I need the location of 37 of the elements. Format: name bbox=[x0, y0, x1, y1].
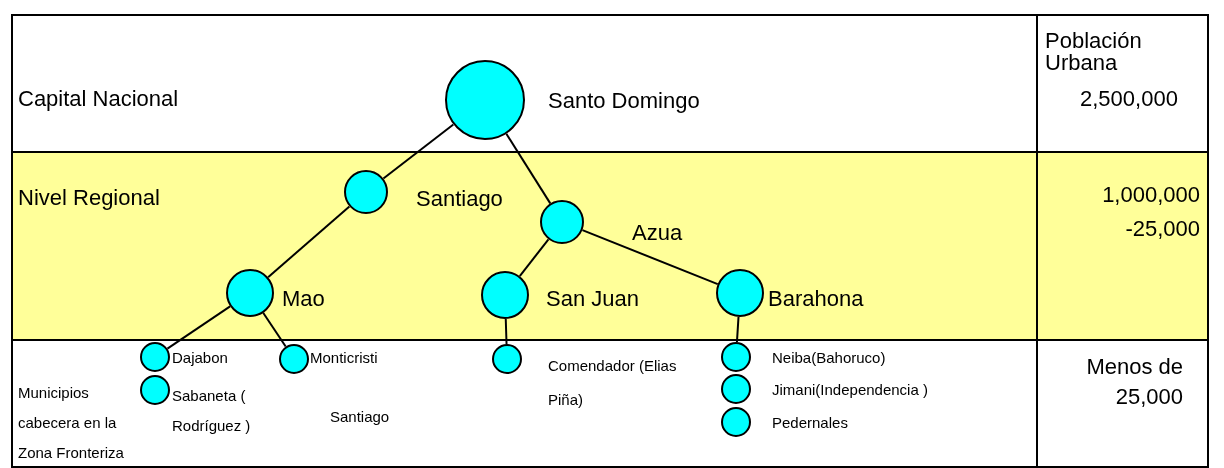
table-text: 2,500,000 bbox=[1080, 86, 1179, 112]
place-name: Dajabon bbox=[172, 349, 228, 367]
connector-line bbox=[504, 318, 508, 345]
connector-line bbox=[518, 238, 550, 278]
table-text: Municipios cabecera en la Zona Fronteriza bbox=[18, 383, 125, 463]
table-text: Nivel Regional bbox=[18, 185, 161, 211]
connector-line bbox=[505, 132, 552, 205]
place-name: Pedernales bbox=[772, 414, 848, 432]
connector-line bbox=[735, 315, 740, 344]
connector-line bbox=[262, 311, 287, 348]
circle-node bbox=[140, 342, 170, 372]
place-name: Comendador (Elias Piña) bbox=[548, 356, 678, 410]
circle-node bbox=[721, 407, 751, 437]
place-name: Mao bbox=[282, 286, 325, 312]
place-name: Santo Domingo bbox=[548, 88, 700, 114]
place-name: San Juan bbox=[546, 286, 639, 312]
place-name: Neiba(Bahoruco) bbox=[772, 349, 886, 367]
circle-node bbox=[721, 342, 751, 372]
table-text: Santiago bbox=[330, 408, 391, 426]
circle-node bbox=[492, 344, 522, 374]
place-name: Monticristi bbox=[310, 349, 378, 367]
place-name: Azua bbox=[632, 220, 683, 246]
place-name: Barahona bbox=[768, 286, 864, 312]
table-text: 1,000,000 -25,000 bbox=[1101, 181, 1200, 243]
circle-node bbox=[279, 344, 309, 374]
place-name: Jimani(Independencia ) bbox=[772, 381, 928, 399]
table-text: Población Urbana bbox=[1045, 30, 1143, 74]
table-text: Capital Nacional bbox=[18, 86, 180, 112]
connector-line bbox=[166, 305, 232, 350]
connector-line bbox=[382, 123, 455, 180]
connector-line bbox=[581, 229, 719, 286]
place-name: Santiago bbox=[416, 186, 503, 212]
table-text: Menos de 25,000 bbox=[1085, 353, 1183, 411]
connector-line bbox=[267, 205, 351, 279]
circle-node bbox=[140, 375, 170, 405]
circle-node bbox=[721, 374, 751, 404]
place-name: Sabaneta ( Rodríguez ) bbox=[172, 386, 252, 436]
